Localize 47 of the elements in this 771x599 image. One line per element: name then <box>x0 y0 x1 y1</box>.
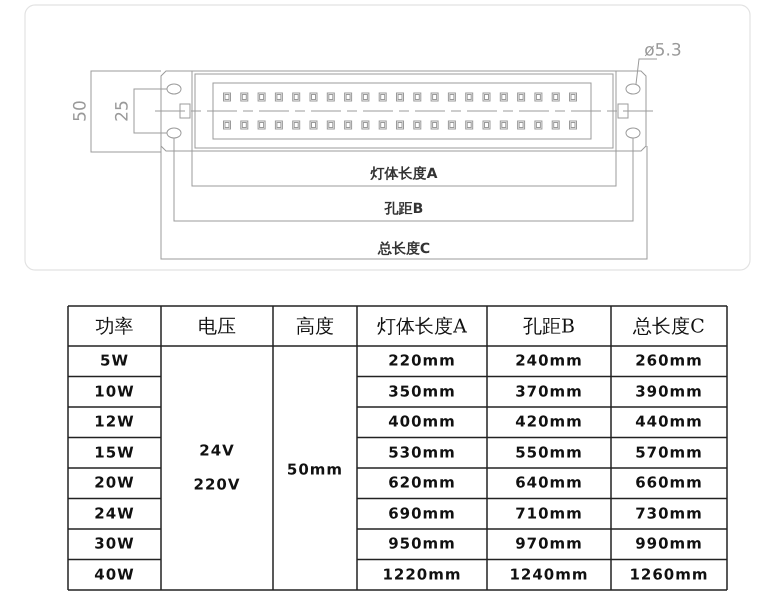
table-value: 24W <box>94 506 135 522</box>
table-value: 370mm <box>515 384 583 400</box>
dimension-label: 50 <box>72 100 90 122</box>
table-value: 970mm <box>515 536 583 552</box>
column-header: 高度 <box>296 318 334 336</box>
column-header: 电压 <box>198 318 236 336</box>
table-value: 710mm <box>515 506 583 522</box>
table-value: 990mm <box>635 536 703 552</box>
table-value: 220mm <box>388 354 456 369</box>
table-value: 570mm <box>635 445 703 460</box>
table-value: 40W <box>94 567 135 582</box>
column-header: 总长度C <box>633 318 705 336</box>
table-value: 530mm <box>388 445 456 460</box>
table-value: 550mm <box>515 445 583 460</box>
table-value: 24V <box>199 444 235 458</box>
table-value: 15W <box>94 445 135 460</box>
table-value: 5W <box>100 354 129 369</box>
leader-line <box>636 58 658 84</box>
table-value: 10W <box>94 384 135 400</box>
table-value: 240mm <box>515 354 583 369</box>
table-value: 440mm <box>635 414 703 430</box>
table-value: 620mm <box>388 476 456 491</box>
table-value: 220V <box>194 478 240 492</box>
table-value: 1220mm <box>382 567 462 582</box>
table-value: 690mm <box>388 506 456 522</box>
table-value: 730mm <box>635 506 703 522</box>
table-value: 50mm <box>286 462 344 478</box>
table-value: 400mm <box>388 414 456 430</box>
table-value: 660mm <box>635 476 703 491</box>
column-header: 孔距B <box>523 318 575 336</box>
column-header: 功率 <box>96 318 134 336</box>
column-header: 灯体长度A <box>377 318 467 336</box>
table-value: 1260mm <box>630 567 708 582</box>
table-value: 350mm <box>388 384 456 400</box>
dimension-label: 灯体长度A <box>368 167 440 181</box>
mounting-hole <box>626 84 640 94</box>
table-value: 950mm <box>388 536 456 552</box>
table-value: 12W <box>94 414 135 430</box>
table-value: 640mm <box>515 476 583 491</box>
table-value: 30W <box>94 536 135 552</box>
table-value: 20W <box>94 476 135 491</box>
table-value: 1240mm <box>510 567 588 582</box>
dimension-label: 25 <box>114 100 132 122</box>
hole-diameter-label: ø5.3 <box>644 42 682 60</box>
table-value: 420mm <box>515 414 583 430</box>
table-value: 390mm <box>635 384 703 400</box>
table-value: 260mm <box>635 354 703 369</box>
